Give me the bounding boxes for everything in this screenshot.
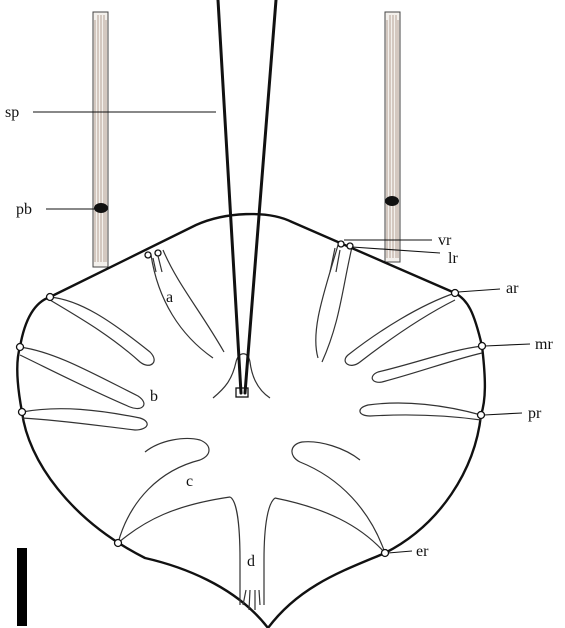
- label-pr: pr: [528, 405, 542, 422]
- seta-left: [218, 0, 241, 393]
- lobe-pr-left: [22, 409, 147, 430]
- label-b: b: [150, 388, 158, 405]
- er-dot-right: [382, 550, 389, 557]
- seta-right: [245, 0, 276, 393]
- ar-dot-left: [47, 294, 54, 301]
- label-pb: pb: [16, 201, 32, 218]
- right-pb-mark: [385, 196, 399, 206]
- label-d: d: [247, 553, 255, 570]
- left-pb-mark: [94, 203, 108, 213]
- label-c: c: [186, 473, 193, 490]
- ar-dot: [452, 290, 459, 297]
- seta-pair: [218, 0, 276, 393]
- lobe-a-left: [151, 250, 224, 358]
- scale-bar: [17, 548, 27, 626]
- lobe-a-right: [316, 245, 352, 362]
- pr-dot-left: [19, 409, 26, 416]
- left-rod: [93, 12, 108, 267]
- label-er: er: [416, 543, 429, 560]
- ar-leader: [458, 289, 500, 292]
- mr-leader: [485, 344, 530, 346]
- lobe-ar-left: [50, 297, 154, 365]
- er-dot-left: [115, 540, 122, 547]
- lobe-mr-right: [372, 346, 482, 382]
- mr-dot: [479, 343, 486, 350]
- lobe-b-left: [20, 347, 144, 409]
- right-rod: [385, 12, 400, 262]
- label-sp: sp: [5, 104, 19, 121]
- mr-dot-left: [17, 344, 24, 351]
- label-vr: vr: [438, 232, 452, 249]
- lobe-ar-right: [345, 293, 455, 365]
- label-ar: ar: [506, 280, 519, 297]
- lobe-c-right: [275, 442, 385, 553]
- er-leader: [388, 551, 412, 553]
- label-lr: lr: [448, 250, 458, 267]
- lobe-c-left: [118, 439, 230, 544]
- lobe-pr-right: [360, 403, 481, 420]
- label-a: a: [166, 289, 173, 306]
- pr-dot: [478, 412, 485, 419]
- pr-leader: [484, 413, 522, 415]
- label-mr: mr: [535, 336, 553, 353]
